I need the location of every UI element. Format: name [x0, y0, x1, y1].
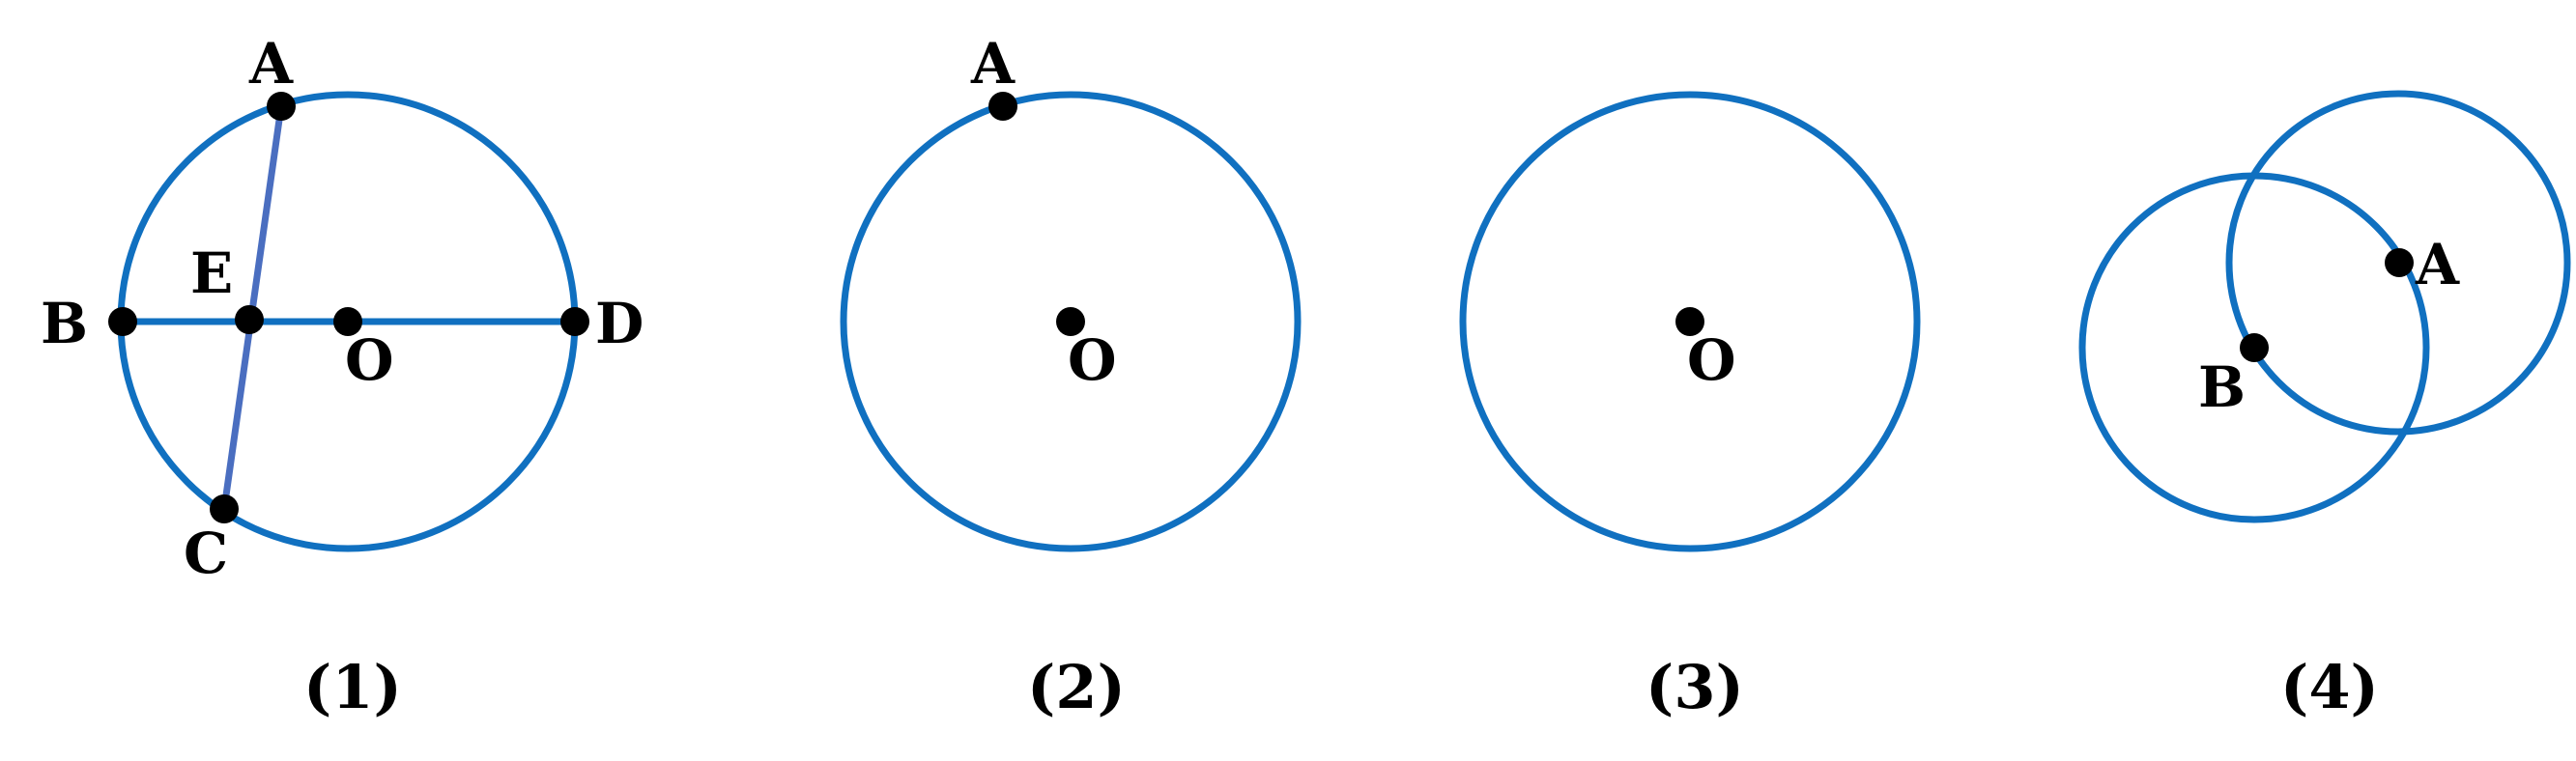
point-a-fig2 [988, 92, 1017, 121]
point-o-fig1 [333, 307, 362, 336]
label-e-fig1: E [190, 240, 233, 306]
label-d-fig1: D [595, 291, 644, 356]
label-a-fig1: A [248, 31, 294, 97]
point-d-fig1 [560, 307, 589, 336]
figure-1: A B D E O C (1) [41, 31, 644, 722]
label-o-fig2: O [1068, 327, 1117, 393]
circle-o-fig2 [840, 91, 1302, 552]
label-o-fig1: O [345, 327, 394, 393]
label-c-fig1: C [184, 521, 228, 586]
label-a-fig2: A [970, 31, 1016, 97]
label-b-fig4: B [2198, 354, 2246, 420]
point-o-fig3 [1675, 307, 1704, 336]
label-b-fig1: B [41, 291, 88, 356]
figure-3: O (3) [1459, 91, 1921, 722]
point-a-fig4 [2385, 248, 2414, 277]
point-e-fig1 [235, 305, 264, 334]
caption-fig2: (2) [1027, 652, 1126, 722]
figure-4: A B (4) [2078, 90, 2571, 722]
circle-a-fig4 [2225, 90, 2571, 436]
label-o-fig3: O [1687, 327, 1736, 393]
point-a-fig1 [267, 92, 296, 121]
circle-o-fig3 [1459, 91, 1921, 552]
label-a-fig4: A [2415, 232, 2460, 297]
caption-fig1: (1) [303, 652, 402, 722]
caption-fig4: (4) [2280, 652, 2379, 722]
point-b-fig4 [2240, 333, 2269, 362]
caption-fig3: (3) [1646, 652, 1744, 722]
point-c-fig1 [210, 494, 239, 523]
point-o-fig2 [1056, 307, 1085, 336]
point-b-fig1 [108, 307, 137, 336]
figure-2: A O (2) [840, 31, 1302, 722]
